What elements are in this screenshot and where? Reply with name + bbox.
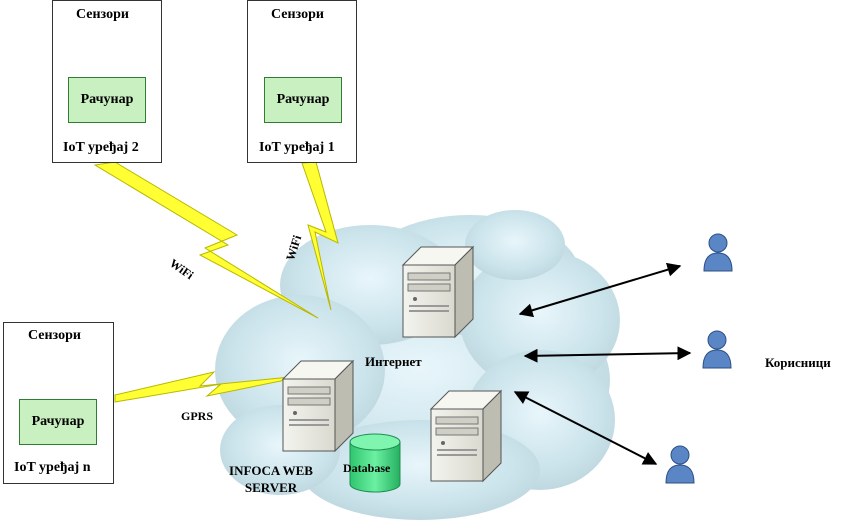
gprs-link-iotn xyxy=(114,371,311,403)
user-icon-top xyxy=(703,233,733,272)
sensors-title: Сензори xyxy=(28,328,81,343)
user-link-top xyxy=(518,262,682,318)
database-label: Database xyxy=(343,461,391,475)
computer-box: Рачунар xyxy=(19,399,97,445)
device-name: IoT уређај n xyxy=(14,460,91,475)
sensors-title: Сензори xyxy=(271,7,324,22)
sensors-title: Сензори xyxy=(76,7,129,22)
computer-box: Рачунар xyxy=(264,77,342,123)
user-link-middle xyxy=(523,346,692,363)
users-label: Корисници xyxy=(765,355,831,370)
user-icon-middle xyxy=(702,330,732,369)
device-name: IoT уређај 2 xyxy=(63,140,139,155)
web-server-icon xyxy=(281,359,355,453)
gprs-label: GPRS xyxy=(181,409,214,423)
user-server-icon xyxy=(429,389,503,483)
device-name: IoT уређај 1 xyxy=(259,140,335,155)
server-label: INFOCA WEB SERVER xyxy=(229,463,313,495)
database-icon xyxy=(349,433,401,493)
wifi-link-iot1 xyxy=(301,161,339,311)
user-icon-bottom xyxy=(665,445,695,484)
internet-label: Интернет xyxy=(365,354,422,369)
internet-server-icon xyxy=(401,245,475,339)
wifi-link-iot2 xyxy=(93,161,319,319)
user-link-bottom xyxy=(513,391,658,465)
computer-box: Рачунар xyxy=(68,77,146,123)
